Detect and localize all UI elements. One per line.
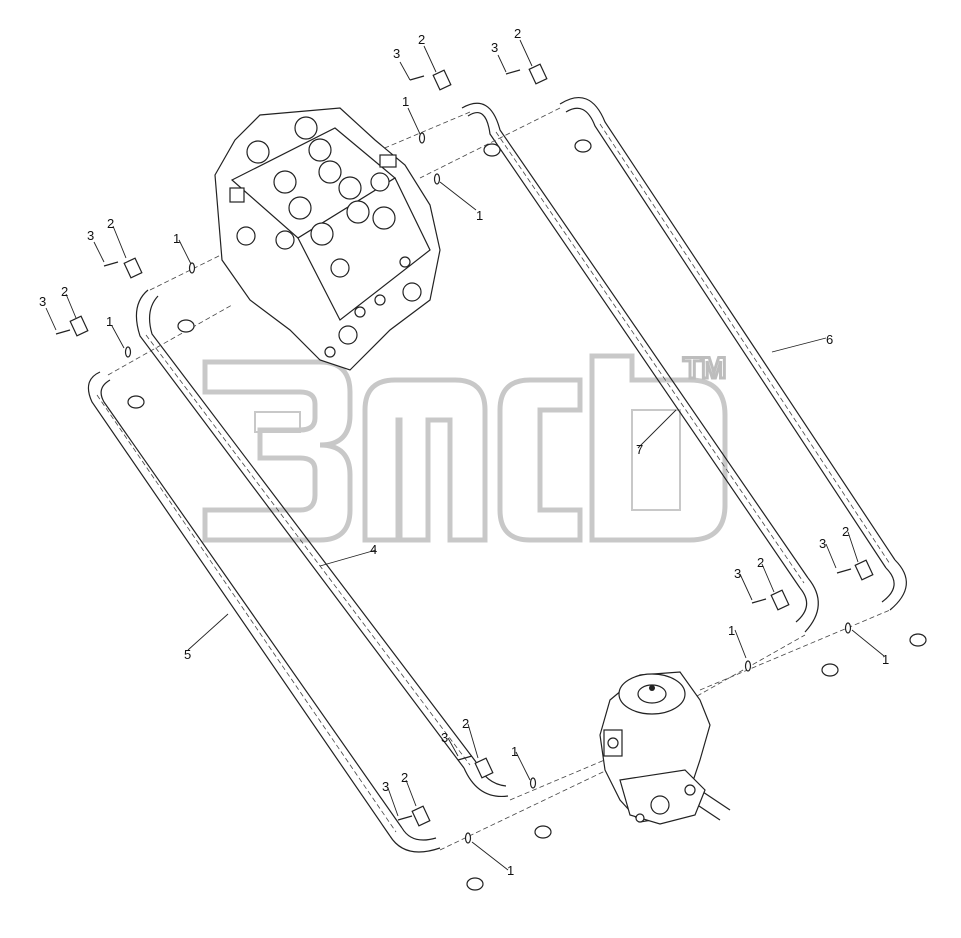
callout-1: 1 [507,863,514,878]
callout-2: 2 [514,26,521,41]
pipe-4 [135,289,509,798]
o-ring-icon [418,132,426,144]
callout-2: 2 [401,770,408,785]
callout-1: 1 [882,652,889,667]
flange-clamp-icon [770,589,790,611]
bolt-icon [103,261,119,267]
flange-clamp-icon [69,315,89,337]
callout-2: 2 [757,555,764,570]
callout-2: 2 [462,716,469,731]
o-ring-icon [464,832,472,844]
callout-1: 1 [511,744,518,759]
bolt-icon [836,568,852,574]
callout-3: 3 [393,46,400,61]
callout-1: 1 [173,231,180,246]
flange-clamp-icon [854,559,874,581]
leader-lines [45,39,885,871]
watermark-tm: TM [683,352,726,385]
callout-1: 1 [106,314,113,329]
bolt-icon [55,329,71,335]
callout-2: 2 [107,216,114,231]
callout-5: 5 [184,647,191,662]
callout-4: 4 [370,542,377,557]
flange-clamp-icon [411,805,431,827]
o-ring-icon [124,346,132,358]
control-valve-icon [214,107,441,371]
callout-1: 1 [476,208,483,223]
callout-3: 3 [491,40,498,55]
callout-3: 3 [39,294,46,309]
flange-clamp-icon [123,257,143,279]
callout-3: 3 [819,536,826,551]
o-ring-icon [433,173,441,185]
callout-labels: 3 2 1 1 3 2 3 2 1 3 2 1 6 7 4 5 3 2 1 3 … [39,26,889,878]
callout-6: 6 [826,332,833,347]
callout-2: 2 [418,32,425,47]
callout-2: 2 [842,524,849,539]
callout-2: 2 [61,284,68,299]
o-ring-icon [744,660,752,672]
flange-clamp-icon [432,69,452,91]
o-ring-icon [844,622,852,634]
callout-3: 3 [87,228,94,243]
flange-clamp-icon [474,757,494,779]
callout-3: 3 [734,566,741,581]
callout-1: 1 [402,94,409,109]
bolt-icon [751,598,767,604]
watermark-logo: TM [202,351,728,543]
bolt-icon [409,75,425,81]
flange-clamp-icon [528,63,548,85]
swivel-joint-icon [599,671,731,825]
callout-3: 3 [382,779,389,794]
bolt-icon [397,815,413,821]
o-ring-icon [188,262,196,274]
fitting-hardware [55,63,927,891]
callout-7: 7 [636,442,643,457]
pipe-5 [87,371,441,853]
pipe-7 [461,102,819,633]
callout-3: 3 [441,730,448,745]
o-ring-icon [529,777,537,789]
bolt-icon [505,69,521,75]
bolt-icon [457,755,473,761]
callout-1: 1 [728,623,735,638]
pipe-6 [559,96,907,611]
